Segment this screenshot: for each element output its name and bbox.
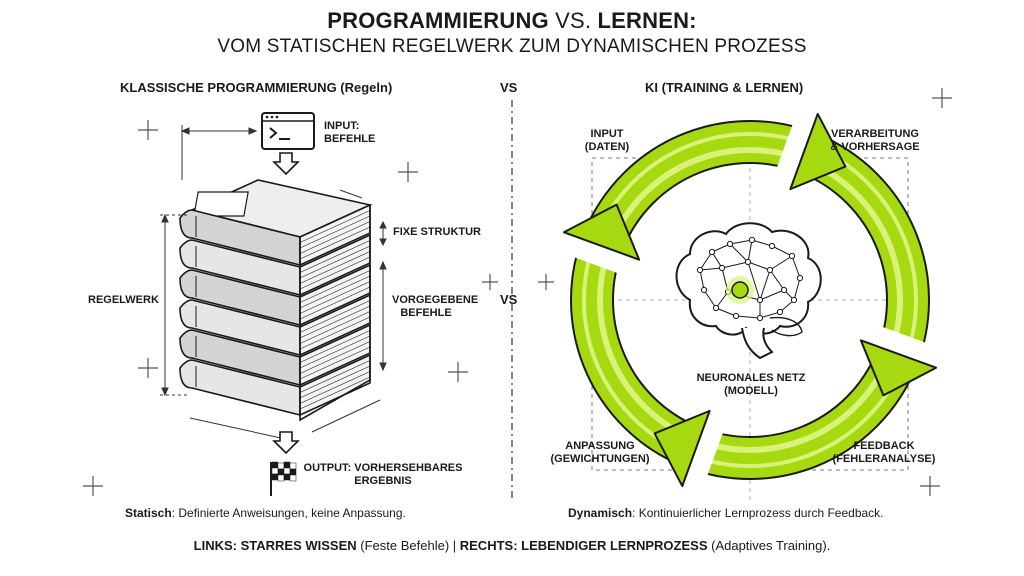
network-node: [756, 296, 764, 304]
feedback-label: FEEDBACK (FEHLERANALYSE): [832, 440, 936, 465]
regelwerk-label: REGELWERK: [88, 294, 159, 306]
down-arrow-icon: [272, 431, 300, 455]
checkered-flag-icon: [270, 461, 297, 496]
fixe-struktur-label: FIXE STRUKTUR: [393, 226, 481, 238]
brain-network-icon: [675, 222, 822, 360]
network-node: [766, 266, 774, 274]
network-node: [696, 266, 704, 274]
left-caption-bold: Statisch: [125, 506, 172, 520]
output-label: OUTPUT: VORHERSEHBARES ERGEBNIS: [303, 462, 463, 487]
network-node: [756, 314, 764, 322]
network-node: [718, 264, 726, 272]
network-node: [732, 312, 740, 320]
left-caption-rest: : Definierte Anweisungen, keine Anpassun…: [171, 506, 406, 520]
network-node: [790, 296, 798, 304]
verarbeitung-label: VERARBEITUNG & VORHERSAGE: [830, 128, 920, 153]
network-node: [708, 248, 716, 256]
network-node: [788, 252, 796, 260]
subtitle: VOM STATISCHEN REGELWERK ZUM DYNAMISCHEN…: [217, 36, 807, 57]
network-node: [712, 304, 720, 312]
network-node: [776, 308, 784, 316]
right-caption-bold: Dynamisch: [568, 506, 633, 520]
input-daten-label: INPUT (DATEN): [584, 128, 630, 153]
neuronales-netz-label: NEURONALES NETZ (MODELL): [696, 372, 806, 397]
footer-bold-a: LINKS: STARRES WISSEN: [193, 538, 357, 553]
network-node: [744, 258, 752, 266]
title-bold-b: LERNEN:: [597, 8, 697, 33]
vs-mid: VS: [500, 292, 518, 307]
footer-summary: LINKS: STARRES WISSEN (Feste Befehle) | …: [0, 538, 1024, 553]
down-arrow-icon: [272, 152, 300, 176]
crosshair-marks: [83, 88, 952, 496]
network-node: [768, 242, 776, 250]
terminal-icon: [261, 112, 315, 150]
fixe-struktur-measure: [379, 220, 387, 372]
width-measure: [180, 125, 258, 180]
right-caption: Dynamisch: Kontinuierlicher Lernprozess …: [568, 506, 884, 520]
right-caption-rest: : Kontinuierlicher Lernprozess durch Fee…: [632, 506, 884, 520]
book-stack-icon: [179, 179, 373, 422]
left-caption: Statisch: Definierte Anweisungen, keine …: [125, 506, 406, 520]
input-befehle-label: INPUT: BEFEHLE: [324, 120, 375, 146]
left-heading: KLASSISCHE PROGRAMMIERUNG (Regeln): [120, 80, 393, 95]
cycle-arrows-icon: [562, 112, 938, 488]
title-bold-a: PROGRAMMIERUNG: [327, 8, 549, 33]
vorgegebene-befehle-label: VORGEGEBENE BEFEHLE: [392, 294, 479, 319]
network-node: [726, 240, 734, 248]
network-node: [796, 274, 804, 282]
input-befehle-text: INPUT: BEFEHLE: [324, 120, 376, 145]
footer-bold-b: RECHTS: LEBENDIGER LERNPROZESS: [459, 538, 708, 553]
regelwerk-measure: [160, 213, 190, 397]
main-title: PROGRAMMIERUNG VS. LERNEN:: [0, 8, 1024, 34]
network-node: [748, 236, 756, 244]
right-heading: KI (TRAINING & LERNEN): [645, 80, 804, 95]
network-node: [700, 286, 708, 294]
title-middle: VS.: [548, 8, 598, 33]
vs-top: VS: [500, 80, 518, 95]
footer-text-b: (Adaptives Training).: [707, 538, 831, 553]
footer-text-a: (Feste Befehle) |: [356, 538, 460, 553]
network-node: [780, 286, 788, 294]
anpassung-label: ANPASSUNG (GEWICHTUNGEN): [550, 440, 650, 465]
